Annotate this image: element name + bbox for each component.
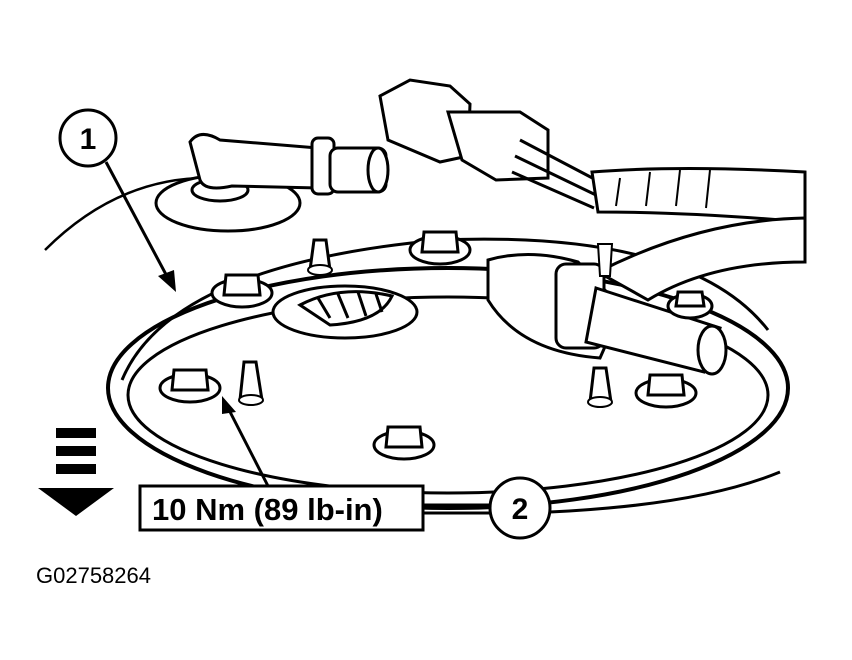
leader-arrowhead [158, 270, 176, 292]
svg-text:1: 1 [80, 123, 97, 156]
leader-line [104, 161, 172, 283]
svg-text:2: 2 [512, 493, 529, 526]
mounting-stud [307, 238, 333, 276]
retaining-nut [210, 273, 274, 309]
module-center-cap [271, 284, 419, 340]
fuel-supply-hose [486, 216, 807, 376]
retaining-nut [634, 373, 698, 409]
direction-down-arrow-icon [38, 428, 114, 516]
fuel-pipe-left [154, 133, 390, 233]
electrical-connector [378, 78, 807, 224]
retaining-nut [372, 425, 436, 461]
retaining-nut [408, 230, 472, 266]
retaining-nut [666, 290, 714, 320]
leader-arrowhead [222, 396, 236, 414]
callout-1: 1 [58, 108, 176, 292]
torque-label: 10 Nm (89 lb-in) [152, 492, 383, 527]
mounting-stud [238, 360, 264, 406]
retaining-nut [158, 368, 222, 404]
mounting-stud [587, 366, 613, 408]
leader-line [224, 403, 270, 487]
callout-2: 2 [488, 470, 781, 540]
torque-label-box [138, 484, 425, 532]
figure-id: G02758264 [36, 563, 151, 588]
torque-spec-callout: 10 Nm (89 lb-in) [138, 396, 492, 532]
